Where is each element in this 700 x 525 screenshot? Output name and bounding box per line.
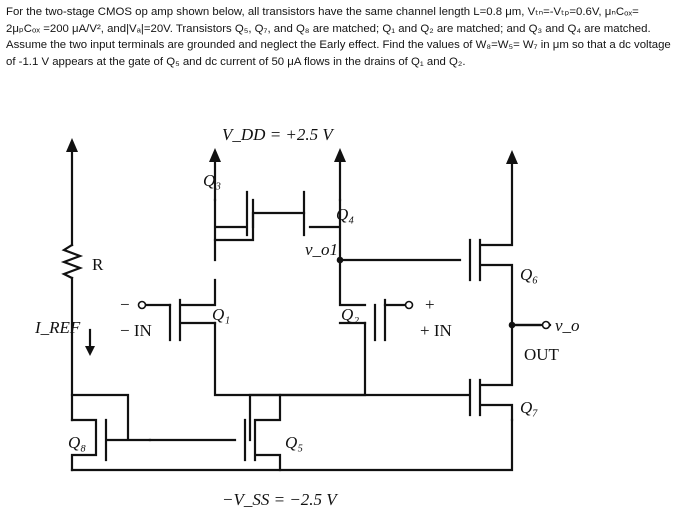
transistor-q7: [248, 323, 514, 442]
problem-line-3: Assume the two input terminals are groun…: [6, 39, 671, 51]
out-label: OUT: [524, 345, 560, 364]
problem-statement: For the two-stage CMOS op amp shown belo…: [6, 4, 696, 70]
transistor-q3: [213, 190, 255, 262]
transistor-q8: [70, 393, 152, 472]
wire-tail: [213, 321, 367, 397]
node-vo1-dot: [336, 256, 344, 264]
vss-rail: [70, 418, 514, 472]
problem-line-4: of -1.1 V appears at the gate of Q₅ and …: [6, 55, 466, 68]
iref-label: I_REF: [34, 318, 81, 337]
arrow-up-q3: [209, 148, 221, 162]
vdd-label: V_DD = +2.5 V: [222, 125, 335, 144]
minus-in-label: − IN: [120, 321, 152, 340]
vo-terminal: [541, 320, 551, 330]
q6-label: Q₆: [520, 265, 538, 284]
q7-label: Q₇: [520, 398, 538, 417]
resistor-r: [60, 243, 84, 280]
vo1-label: v_o1: [305, 240, 338, 259]
arrow-up-left: [66, 138, 78, 152]
q5-label: Q₅: [285, 433, 303, 452]
q2-label: Q₂: [341, 305, 359, 324]
wire-mirror-gate: [213, 211, 306, 242]
plus-in-label: + IN: [420, 321, 452, 340]
vo-label: v_o: [555, 316, 580, 335]
iref-arrowhead: [85, 346, 95, 356]
minus-sign-label: −: [120, 295, 130, 314]
minus-in-terminal: [137, 300, 147, 310]
q3-label: Q₃: [203, 171, 221, 190]
q8-label: Q₈: [68, 433, 86, 452]
plus-sign-label: +: [425, 295, 435, 314]
transistor-q5: [243, 393, 282, 472]
problem-line-2: 2μₚCₒₓ =200 μA/V², and|Vₐ|=20V. Transist…: [6, 22, 651, 35]
transistor-q2: [338, 258, 387, 342]
transistor-q1: [168, 278, 217, 342]
arrow-up-q6: [506, 150, 518, 164]
q4-label: Q₄: [336, 205, 354, 224]
transistor-q6: [468, 158, 514, 327]
problem-line-1: For the two-stage CMOS op amp shown belo…: [6, 6, 639, 18]
resistor-r-label: R: [92, 255, 104, 274]
plus-in-terminal: [404, 300, 414, 310]
vss-label: −V_SS = −2.5 V: [222, 490, 339, 509]
q1-label: Q₁: [212, 305, 230, 324]
node-out-dot: [508, 321, 516, 329]
arrow-up-q4: [334, 148, 346, 162]
